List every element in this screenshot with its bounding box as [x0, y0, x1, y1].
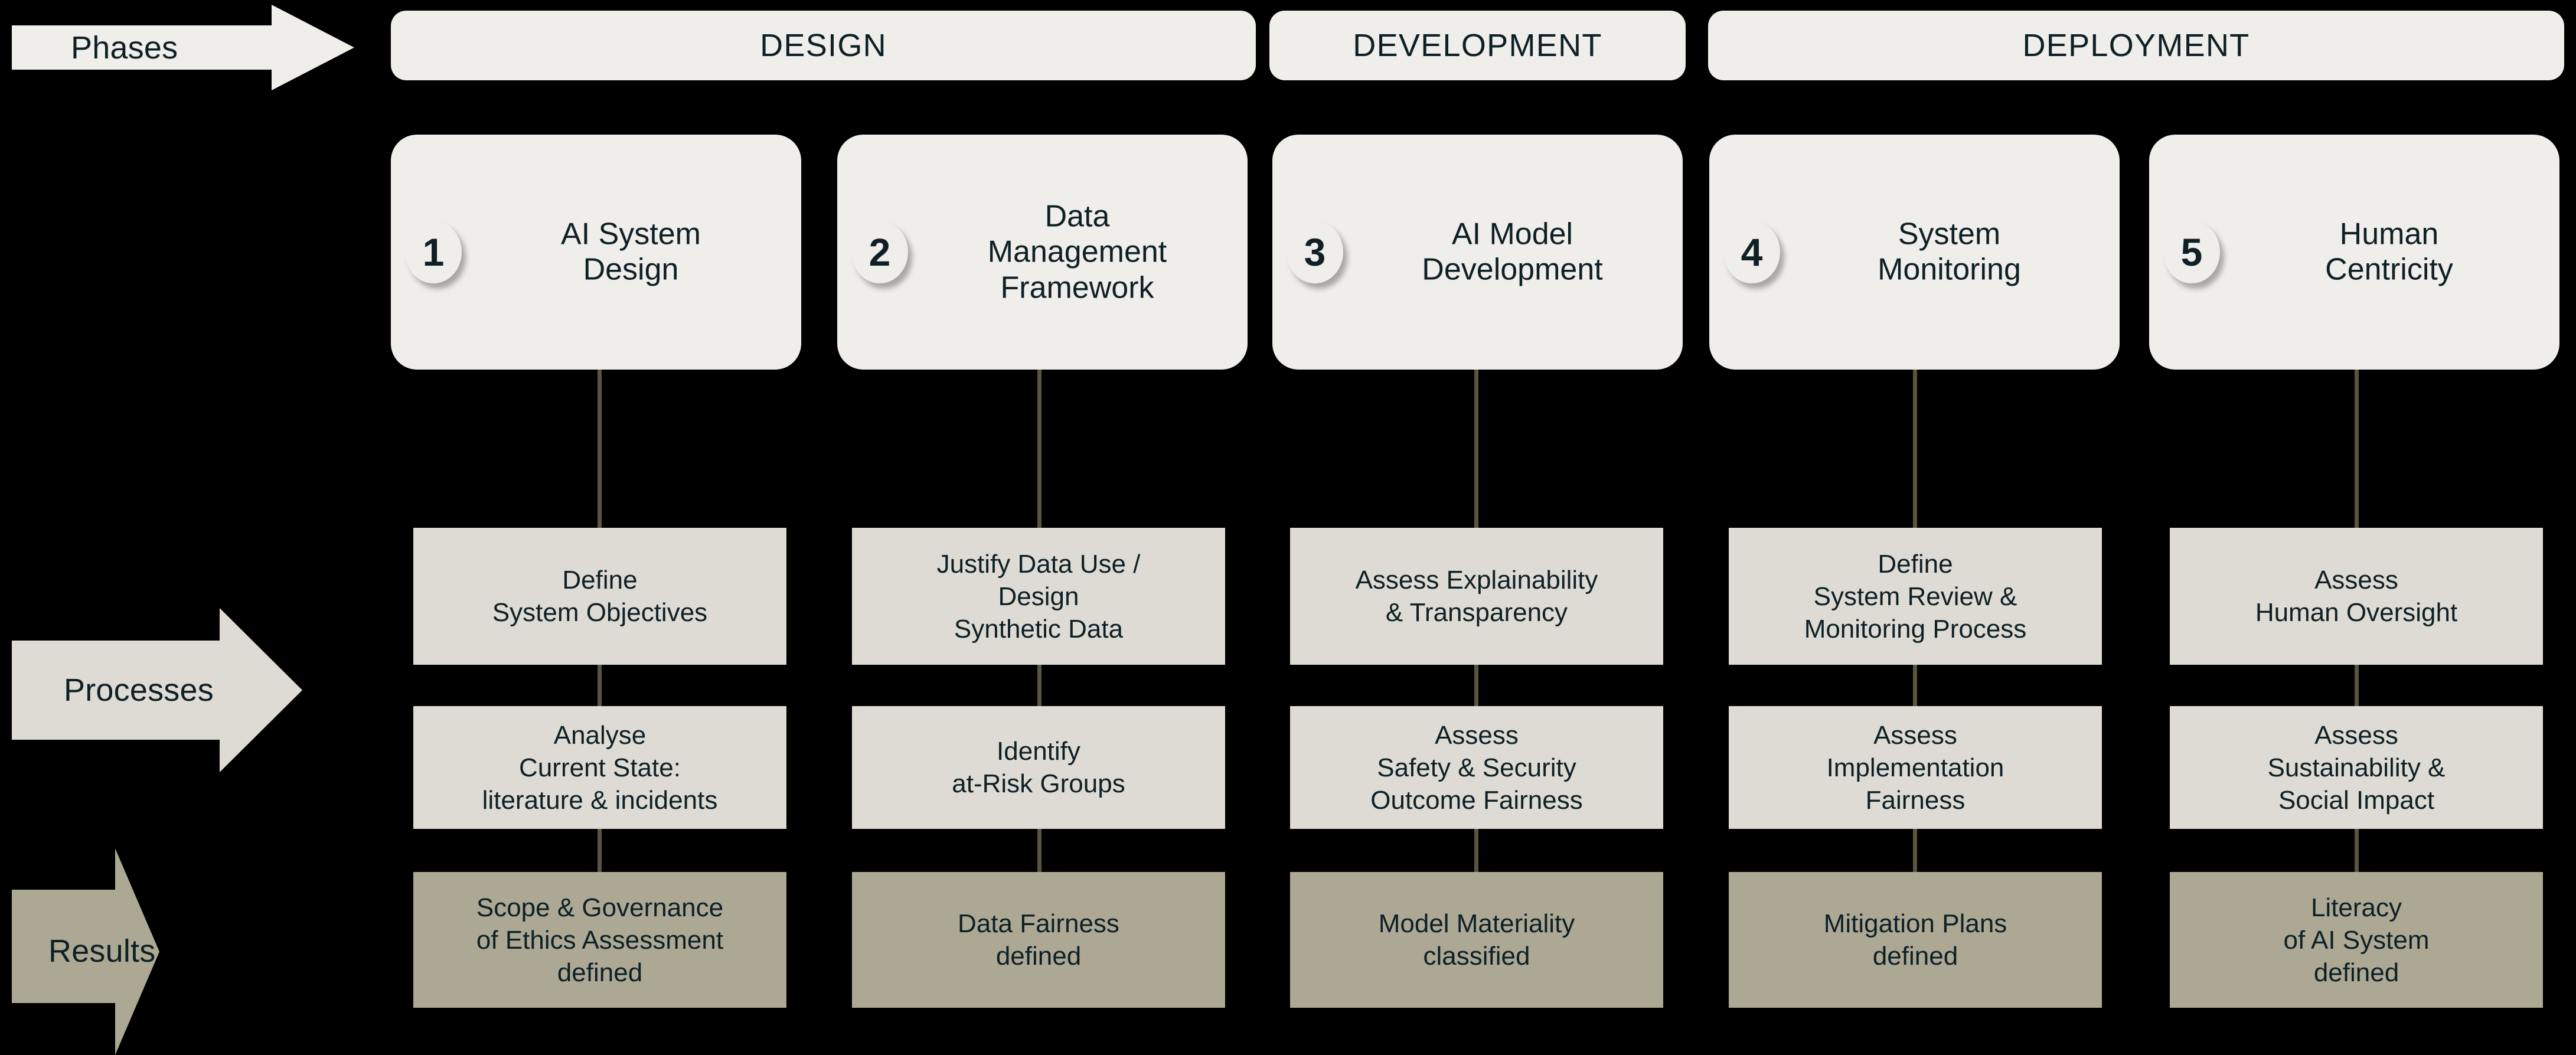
result-box-2-text: Data Fairness defined — [958, 909, 1119, 971]
step-number-badge-4: 4 — [1723, 221, 1780, 283]
connector-process1-process2-col5 — [2355, 665, 2359, 706]
connector-card5-process1 — [2355, 370, 2359, 528]
processes-arrow-icon — [12, 608, 302, 772]
phase-header-development[interactable]: DEVELOPMENT — [1269, 11, 1686, 80]
result-box-1-text: Scope & Governance of Ethics Assessment … — [476, 893, 724, 987]
process-box-1-4-text: Define System Review & Monitoring Proces… — [1804, 549, 2027, 644]
process-box-1-2[interactable]: Justify Data Use / Design Synthetic Data — [852, 528, 1225, 665]
result-box-5[interactable]: Literacy of AI System defined — [2170, 872, 2543, 1008]
connector-card3-process1 — [1474, 370, 1478, 528]
process-box-1-5[interactable]: Assess Human Oversight — [2170, 528, 2543, 665]
step-title-3: AI Model Development — [1422, 217, 1603, 287]
process-box-2-3[interactable]: Assess Safety & Security Outcome Fairnes… — [1290, 706, 1663, 829]
phase-header-deployment-label: DEPLOYMENT — [2022, 28, 2250, 63]
result-box-4[interactable]: Mitigation Plans defined — [1729, 872, 2102, 1008]
step-title-4: System Monitoring — [1878, 217, 2021, 287]
phase-header-deployment[interactable]: DEPLOYMENT — [1708, 11, 2564, 80]
step-title-1: AI System Design — [561, 217, 701, 287]
row-label-processes: Processes — [12, 608, 354, 772]
step-number-badge-5: 5 — [2163, 221, 2220, 283]
process-box-2-4-text: Assess Implementation Fairness — [1826, 720, 2004, 815]
step-card-2[interactable]: 2 Data Management Framework — [837, 135, 1248, 370]
process-box-2-4[interactable]: Assess Implementation Fairness — [1729, 706, 2102, 829]
result-box-3[interactable]: Model Materiality classified — [1290, 872, 1663, 1008]
phases-arrow-icon — [12, 5, 354, 90]
connector-process2-result-col5 — [2355, 829, 2359, 872]
connector-process2-result-col1 — [598, 829, 602, 872]
connector-process2-result-col2 — [1037, 829, 1041, 872]
step-card-3[interactable]: 3 AI Model Development — [1272, 135, 1683, 370]
result-box-5-text: Literacy of AI System defined — [2283, 893, 2430, 987]
process-box-2-1[interactable]: Analyse Current State: literature & inci… — [413, 706, 786, 829]
row-label-results-text: Results — [48, 933, 156, 969]
process-box-1-4[interactable]: Define System Review & Monitoring Proces… — [1729, 528, 2102, 665]
connector-process1-process2-col2 — [1037, 665, 1041, 706]
connector-card2-process1 — [1037, 370, 1041, 528]
step-title-5: Human Centricity — [2325, 217, 2453, 287]
process-box-1-1[interactable]: Define System Objectives — [413, 528, 786, 665]
row-label-processes-text: Processes — [64, 672, 214, 708]
result-box-1[interactable]: Scope & Governance of Ethics Assessment … — [413, 872, 786, 1008]
connector-process1-process2-col3 — [1474, 665, 1478, 706]
step-number-badge-2: 2 — [851, 221, 908, 283]
connector-card1-process1 — [598, 370, 602, 528]
process-box-1-3-text: Assess Explainability & Transparency — [1355, 566, 1598, 627]
step-card-1[interactable]: 1 AI System Design — [391, 135, 801, 370]
process-box-1-1-text: Define System Objectives — [492, 566, 708, 627]
process-box-1-2-text: Justify Data Use / Design Synthetic Data — [936, 549, 1141, 644]
connector-process2-result-col3 — [1474, 829, 1478, 872]
step-card-4[interactable]: 4 System Monitoring — [1709, 135, 2120, 370]
process-box-2-5-text: Assess Sustainability & Social Impact — [2267, 720, 2446, 815]
step-number-badge-1: 1 — [405, 221, 462, 283]
row-label-phases-text: Phases — [71, 30, 178, 66]
row-label-results: Results — [12, 848, 354, 1055]
process-box-2-1-text: Analyse Current State: literature & inci… — [482, 720, 718, 815]
process-box-1-5-text: Assess Human Oversight — [2255, 566, 2458, 627]
step-card-5[interactable]: 5 Human Centricity — [2149, 135, 2559, 370]
process-box-2-3-text: Assess Safety & Security Outcome Fairnes… — [1370, 720, 1583, 815]
result-box-3-text: Model Materiality classified — [1378, 909, 1575, 971]
process-box-2-2[interactable]: Identify at-Risk Groups — [852, 706, 1225, 829]
connector-process1-process2-col4 — [1913, 665, 1917, 706]
result-box-4-text: Mitigation Plans defined — [1823, 909, 2007, 971]
process-box-2-5[interactable]: Assess Sustainability & Social Impact — [2170, 706, 2543, 829]
process-box-2-2-text: Identify at-Risk Groups — [952, 737, 1125, 798]
step-title-2: Data Management Framework — [987, 199, 1167, 305]
phase-header-design[interactable]: DESIGN — [391, 11, 1256, 80]
connector-process1-process2-col1 — [598, 665, 602, 706]
connector-process2-result-col4 — [1913, 829, 1917, 872]
phase-header-development-label: DEVELOPMENT — [1353, 28, 1602, 63]
connector-card4-process1 — [1913, 370, 1917, 528]
result-box-2[interactable]: Data Fairness defined — [852, 872, 1225, 1008]
step-number-badge-3: 3 — [1287, 221, 1343, 283]
row-label-phases: Phases — [12, 5, 354, 90]
process-box-1-3[interactable]: Assess Explainability & Transparency — [1290, 528, 1663, 665]
results-arrow-icon — [12, 848, 159, 1055]
phase-header-design-label: DESIGN — [760, 28, 887, 63]
